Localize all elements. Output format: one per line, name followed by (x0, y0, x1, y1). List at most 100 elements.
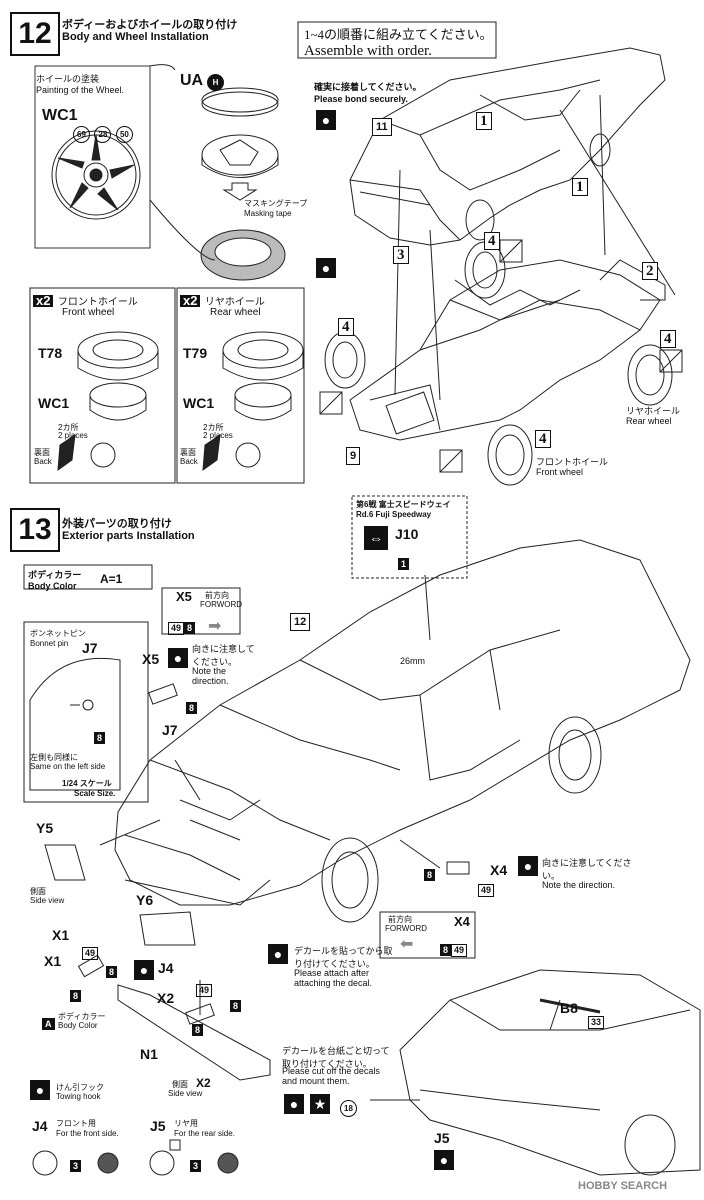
decal-cut-jp: デカールを台紙ごと切って取り付けてください。 (282, 1046, 390, 1069)
step-title-en: Body and Wheel Installation (62, 31, 209, 43)
callout-step-4: 4 (535, 430, 551, 448)
rear-wheel-part: WC1 (183, 395, 215, 411)
bond-note-jp: 確実に接着してください。 (314, 82, 422, 92)
bonnet-pin-en: Bonnet pin (30, 639, 69, 648)
j10-part: J10 (395, 526, 419, 542)
x4-forward-label: X4 (454, 914, 470, 929)
glue-icon: ● (134, 960, 154, 980)
j4-front-jp: フロント用 (56, 1119, 96, 1128)
b8-label: B8 (560, 1000, 578, 1016)
front-wheel-part: WC1 (38, 395, 70, 411)
decal-attach-jp: デカールを貼ってから取り付けてください。 (294, 946, 393, 969)
star-decal-icon: ★ (310, 1094, 330, 1114)
glue-icon: ● (30, 1080, 50, 1100)
front-wheel-label-en: Front wheel (536, 467, 584, 477)
left-side-jp: 左側も同様に (30, 753, 78, 762)
j4-front-en: For the front side. (56, 1129, 119, 1138)
masking-tape-jp: マスキングテープ (244, 199, 308, 208)
rear-wheel-jp: リヤホイール (204, 297, 265, 308)
a-body-color-en: Body Color (58, 1021, 98, 1030)
x2-side-label: X2 (196, 1076, 211, 1090)
step-number: 12 (10, 12, 60, 56)
race-label-en: Rd.6 Fuji Speedway (356, 510, 432, 519)
note-direction-en: Note the direction. (542, 880, 616, 890)
assemble-order-note: 1~4の順番に組み立てください。 Assemble with order. (304, 24, 494, 60)
back-en: Back (34, 457, 52, 466)
glue-icon: ● (316, 110, 336, 130)
two-places-en: 2 places (58, 431, 88, 440)
paint-codes: 69 28 50 (73, 124, 133, 143)
step-number: 13 (10, 508, 60, 552)
glue-icon: ● (268, 944, 288, 964)
body-color-jp: ボディカラー (28, 570, 82, 580)
order-note-en: Assemble with order. (304, 43, 432, 59)
x4-code-8: 8 (424, 865, 436, 883)
a-body-color-jp: ボディカラー (58, 1012, 106, 1021)
two-places-en: 2 places (203, 431, 233, 440)
note-direction-jp: 向きに注意してください。 (542, 858, 632, 881)
callout-step-3: 3 (393, 246, 409, 264)
note-direction-en: Note the direction. (192, 666, 229, 686)
forward-en: FORWORD (385, 924, 428, 933)
wheel-paint-en: Painting of the Wheel. (36, 85, 125, 95)
callout-part-12: 12 (290, 612, 311, 631)
back-jp: 裏面 (34, 448, 50, 457)
x2-label: X2 (157, 990, 175, 1006)
front-wheel-en: Front wheel (62, 307, 115, 318)
j5-rear-en: For the rear side. (174, 1129, 235, 1138)
body-color-equation: A=1 (100, 572, 123, 586)
race-label-jp: 第6戦 富士スピードウェイ (356, 500, 451, 509)
x1-side-label: X1 (52, 927, 70, 943)
body-color-box: ボディカラー Body Color (28, 568, 81, 591)
side-view-en: Side view (30, 896, 65, 905)
body-color-en: Body Color (28, 581, 77, 591)
rear-wheel-header: x2 リヤホイール (180, 292, 265, 310)
forward-jp: 前方向 (205, 591, 229, 600)
bond-note-en: Please bond securely. (314, 94, 408, 104)
x2-code-8: 8 (192, 1020, 204, 1038)
ua-part-number: UA (180, 72, 203, 89)
scale-en: Scale Size. (74, 789, 116, 798)
j7-label: J7 (162, 722, 178, 738)
j5-label: J5 (434, 1130, 450, 1146)
glue-icon: ● (518, 856, 538, 876)
x1-code-49: 49 (82, 943, 99, 961)
arrow-left-icon: ⬅ (400, 936, 414, 953)
towing-hook-jp: けん引フック (56, 1083, 104, 1092)
ua-badge: H (206, 74, 224, 91)
front-wheel-qty: x2 (33, 294, 54, 307)
bonnet-pin-jp: ボンネットピン (30, 629, 86, 638)
callout-part-11: 11 (372, 117, 392, 136)
two-places-jp: 2カ所 (58, 423, 79, 432)
note-direction-jp: 向きに注意してください。 (192, 644, 255, 667)
left-side-en: Same on the left side (30, 762, 106, 771)
forward-jp: 前方向 (388, 915, 412, 924)
wc1-label: WC1 (42, 107, 78, 124)
x2-code-8: 8 (230, 996, 242, 1014)
front-wheel-label-jp: フロントホイール (536, 457, 609, 467)
j5-rear-jp: リヤ用 (174, 1119, 198, 1128)
y5-label: Y5 (36, 820, 54, 836)
j5-hook-label: J5 (150, 1118, 166, 1134)
y6-label: Y6 (136, 892, 154, 908)
masking-tape-en: Masking tape (244, 209, 292, 218)
x5-label: X5 (142, 651, 160, 667)
callout-step-2: 2 (642, 262, 658, 280)
rear-wheel-en: Rear wheel (210, 307, 261, 318)
j10-code: 1 (398, 554, 410, 572)
side-view-en: Side view (168, 1089, 203, 1098)
hook-code: 3 (190, 1156, 202, 1174)
glue-icon: ● (316, 258, 336, 278)
front-tire-part: T78 (38, 345, 63, 361)
j4-label: J4 (158, 960, 174, 976)
x4-label: X4 (490, 862, 508, 878)
callout-part-9: 9 (346, 446, 361, 465)
paint-code: 69 (73, 126, 90, 143)
x4-code-49: 49 (478, 880, 495, 898)
callout-step-4: 4 (338, 318, 354, 336)
order-note-jp: 1~4の順番に組み立てください。 (304, 27, 493, 42)
step-title-jp: ボディーおよびホイールの取り付け (62, 19, 238, 31)
ua-label: UA H (180, 72, 224, 91)
